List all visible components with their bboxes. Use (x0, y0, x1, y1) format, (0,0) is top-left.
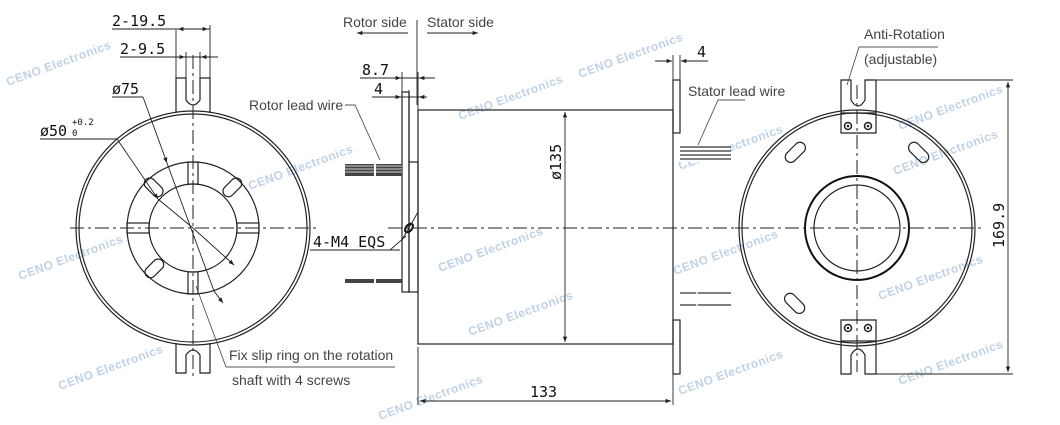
dim-height-169-9: 169.9 (990, 203, 1008, 248)
stator-side-label: Stator side (427, 14, 494, 30)
stator-end-view: Anti-Rotation (adjustable) 169.9 (735, 26, 1013, 375)
watermark: CENO Electronics (4, 38, 113, 89)
dim-diameter-75: ø75 (112, 80, 139, 98)
watermark: CENO Electronics (896, 82, 1005, 133)
adjustable-label: (adjustable) (864, 51, 937, 67)
watermark: CENO Electronics (436, 224, 545, 275)
dim-bore-value: ø50 (40, 122, 67, 140)
dim-bore-50: ø50 (40, 122, 67, 140)
watermark: CENO Electronics (896, 337, 1005, 388)
watermark: CENO Electronics (16, 232, 125, 283)
dim-flange-4: 4 (374, 80, 383, 98)
watermark: CENO Electronics (56, 342, 165, 393)
anti-rotation-label: Anti-Rotation (864, 26, 945, 42)
rotor-lead-wire-label: Rotor lead wire (249, 97, 343, 113)
watermark: CENO Electronics (466, 288, 575, 339)
stator-wires (680, 145, 731, 308)
note-fix-line2: shaft with 4 screws (232, 372, 350, 388)
dim-diameter-135: ø135 (547, 144, 565, 180)
watermark: CENO Electronics (576, 30, 685, 81)
watermarks: CENO Electronics CENO Electronics CENO E… (4, 30, 1005, 423)
rotor-side-label: Rotor side (343, 14, 407, 30)
note-fix-line1: Fix slip ring on the rotation (229, 347, 393, 363)
watermark: CENO Electronics (671, 227, 780, 278)
stator-lead-wire-label: Stator lead wire (688, 83, 785, 99)
dim-slot-outer: 2-19.5 (112, 12, 166, 30)
rotor-wires (343, 162, 402, 285)
dim-length-133: 133 (530, 383, 557, 401)
dim-bore-tol-lower: 0 (72, 129, 77, 139)
dim-slot-inner: 2-9.5 (120, 40, 165, 58)
watermark: CENO Electronics (456, 72, 565, 123)
watermark: CENO Electronics (891, 127, 1000, 178)
watermark: CENO Electronics (876, 252, 985, 303)
rotor-end-view: 2-19.5 2-9.5 ø75 ø50 +0.2 0 Fix slip rin… (40, 12, 395, 388)
dim-flange-8-7: 8.7 (362, 61, 389, 79)
dim-bore-tol-upper: +0.2 (72, 118, 94, 128)
screw-spec: 4-M4 EQS (313, 233, 385, 251)
dim-tab-4: 4 (697, 43, 706, 61)
watermark: CENO Electronics (246, 142, 355, 193)
side-view: Rotor side Stator side 4-M4 EQS Rotor le… (249, 14, 785, 405)
watermark: CENO Electronics (376, 372, 485, 423)
watermark: CENO Electronics (676, 347, 785, 398)
